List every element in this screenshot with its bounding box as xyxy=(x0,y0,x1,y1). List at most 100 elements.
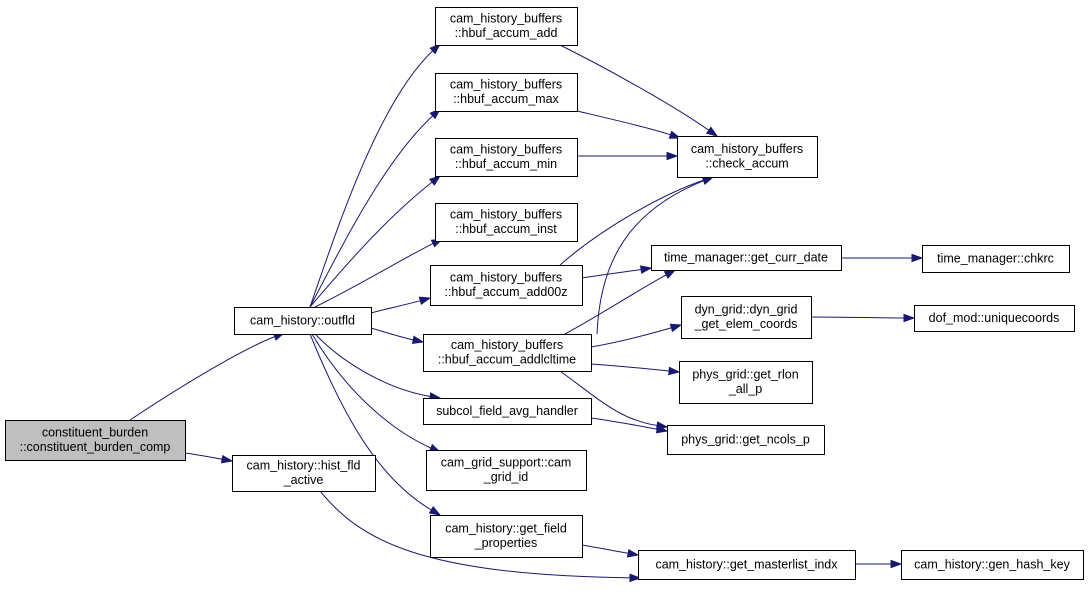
node-label-line: ::hbuf_accum_min xyxy=(455,157,557,171)
node-cam-history-gen-hash-key[interactable]: cam_history::gen_hash_key xyxy=(901,550,1084,580)
node-label-line: cam_history::gen_hash_key xyxy=(914,557,1070,571)
edge-layer xyxy=(129,42,924,583)
node-label-line: cam_history_buffers xyxy=(691,142,803,156)
edge-line xyxy=(559,370,659,427)
node-label-line: cam_history_buffers xyxy=(450,12,562,26)
edge-line xyxy=(184,452,224,460)
edge-outfld-to-hbuf-accum-addlcltime xyxy=(370,327,425,344)
arrowhead xyxy=(663,269,677,279)
arrowhead xyxy=(429,175,442,186)
edge-hbuf-accum-add-to-check-accum xyxy=(559,44,719,137)
node-box xyxy=(638,550,856,580)
edge-line xyxy=(314,333,432,398)
edge-hbuf-accum-add00z-to-get-curr-date xyxy=(581,265,653,279)
edge-root-to-hist-fld-active xyxy=(184,452,234,464)
node-cam-history-get-masterlist-indx[interactable]: cam_history::get_masterlist_indx xyxy=(638,550,856,580)
edge-line xyxy=(810,316,906,319)
edge-hbuf-accum-max-to-check-accum xyxy=(576,110,682,139)
edge-line xyxy=(564,273,668,335)
edge-outfld-to-get-field-properties xyxy=(309,333,442,516)
node-box xyxy=(667,425,825,455)
node-label-line: time_manager::chkrc xyxy=(937,251,1054,265)
node-hbuf-accum-addlcltime[interactable]: cam_history_buffers::hbuf_accum_addlclti… xyxy=(423,334,592,372)
node-label-line: ::hbuf_accum_add00z xyxy=(444,285,567,299)
arrowhead xyxy=(411,335,425,344)
node-dyn-grid-get-elem-coords[interactable]: dyn_grid::dyn_grid_get_elem_coords xyxy=(681,296,812,339)
node-label-line: ::hbuf_accum_max xyxy=(453,92,559,106)
edge-line xyxy=(309,49,434,308)
node-box xyxy=(234,307,372,335)
node-hbuf-accum-min[interactable]: cam_history_buffers::hbuf_accum_min xyxy=(435,138,578,177)
node-label-line: _active xyxy=(283,473,324,487)
node-label-line: cam_history_buffers xyxy=(450,143,562,157)
node-box xyxy=(677,136,818,178)
node-hbuf-accum-inst[interactable]: cam_history_buffers::hbuf_accum_inst xyxy=(435,203,578,242)
edge-line xyxy=(590,417,659,430)
node-dof-mod-uniquecoords[interactable]: dof_mod::uniquecoords xyxy=(914,305,1075,332)
arrowhead xyxy=(668,366,681,376)
node-cam-history-hist-fld-active[interactable]: cam_history::hist_fld_active xyxy=(232,455,376,492)
arrowhead xyxy=(629,573,642,583)
node-box xyxy=(430,265,583,306)
node-box xyxy=(435,203,578,242)
edge-outfld-to-hbuf-accum-add xyxy=(309,42,442,308)
node-label-line: time_manager::get_curr_date xyxy=(664,250,828,264)
arrowhead xyxy=(903,313,916,323)
edge-line xyxy=(309,333,433,511)
arrowhead xyxy=(669,323,683,333)
node-time-manager-chkrc[interactable]: time_manager::chkrc xyxy=(922,245,1070,273)
arrowhead xyxy=(639,265,653,274)
node-constituent-burden-comp: constituent_burden::constituent_burden_c… xyxy=(5,420,186,461)
edge-get-curr-date-to-chkrc xyxy=(840,253,924,263)
node-label-line: ::hbuf_accum_addlcltime xyxy=(438,353,576,367)
edge-outfld-to-cam-grid-id xyxy=(311,333,442,453)
node-box xyxy=(435,7,578,46)
arrowhead xyxy=(220,454,234,464)
edge-hbuf-accum-min-to-check-accum xyxy=(576,151,679,161)
node-check-accum[interactable]: cam_history_buffers::check_accum xyxy=(677,136,818,178)
edge-line xyxy=(309,114,434,308)
edge-line xyxy=(311,333,432,449)
edge-hist-fld-active-to-get-masterlist-indx xyxy=(319,490,642,583)
node-cam-history-get-field-properties[interactable]: cam_history::get_field_properties xyxy=(430,515,583,558)
edge-dyn-grid-get-elem-coords-to-uniquecoords xyxy=(810,313,916,323)
node-cam-history-outfld[interactable]: cam_history::outfld xyxy=(234,307,372,335)
edge-hbuf-accum-addlcltime-to-dyn-grid-get-elem-coords xyxy=(590,323,683,348)
node-label-line: constituent_burden xyxy=(42,426,148,440)
edge-line xyxy=(581,268,643,279)
node-box xyxy=(681,296,812,339)
node-box xyxy=(426,450,587,491)
node-cam-grid-support-cam-grid-id[interactable]: cam_grid_support::cam_grid_id xyxy=(426,450,587,491)
node-label-line: dyn_grid::dyn_grid xyxy=(695,303,798,317)
edge-line xyxy=(596,179,705,335)
node-label-line: phys_grid::get_rlon xyxy=(692,368,798,382)
edge-line xyxy=(590,327,673,348)
node-hbuf-accum-add00z[interactable]: cam_history_buffers::hbuf_accum_add00z xyxy=(430,265,583,306)
edge-line xyxy=(319,490,632,579)
arrowhead xyxy=(655,424,669,434)
node-hbuf-accum-add[interactable]: cam_history_buffers::hbuf_accum_add xyxy=(435,7,578,46)
edge-line xyxy=(370,327,415,341)
node-hbuf-accum-max[interactable]: cam_history_buffers::hbuf_accum_max xyxy=(435,73,578,112)
edge-outfld-to-hbuf-accum-add00z xyxy=(370,296,432,314)
node-label-line: dof_mod::uniquecoords xyxy=(929,311,1060,325)
node-box xyxy=(679,361,813,404)
node-label-line: cam_history::hist_fld xyxy=(247,459,361,473)
node-label-line: ::constituent_burden_comp xyxy=(20,440,171,454)
edge-root-to-outfld xyxy=(129,332,286,421)
node-phys-grid-get-ncols-p[interactable]: phys_grid::get_ncols_p xyxy=(667,425,825,455)
node-label-line: cam_history_buffers xyxy=(451,338,563,352)
node-label-line: _grid_id xyxy=(483,470,529,484)
node-label-line: cam_history::outfld xyxy=(250,313,355,327)
node-phys-grid-get-rlon-all-p[interactable]: phys_grid::get_rlon_all_p xyxy=(679,361,813,404)
edge-line xyxy=(559,44,710,132)
arrowhead xyxy=(666,151,679,161)
node-label-line: cam_history_buffers xyxy=(450,78,562,92)
edge-line xyxy=(559,179,705,266)
edge-outfld-to-hbuf-accum-inst xyxy=(314,238,444,308)
node-layer: constituent_burden::constituent_burden_c… xyxy=(5,7,1084,580)
node-label-line: ::hbuf_accum_inst xyxy=(455,222,557,236)
node-subcol-field-avg-handler[interactable]: subcol_field_avg_handler xyxy=(423,398,592,425)
node-time-manager-get-curr-date[interactable]: time_manager::get_curr_date xyxy=(651,245,842,271)
